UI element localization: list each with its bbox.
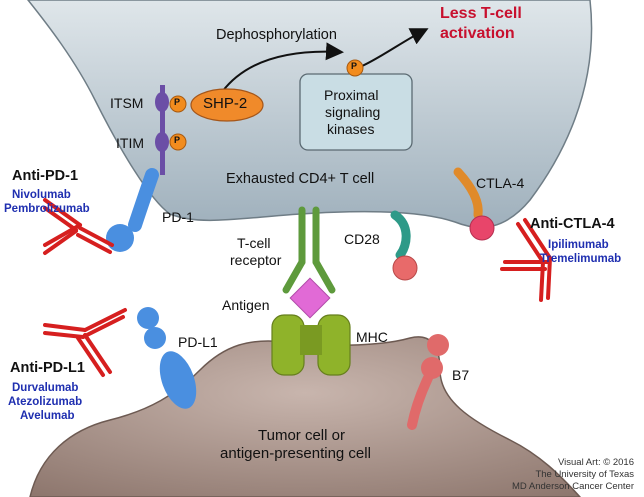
shp2-oval bbox=[190, 88, 264, 122]
b7-ligand bbox=[407, 334, 449, 430]
anti-pdl1-title: Anti-PD-L1 bbox=[10, 360, 85, 376]
tumor-label-line2: antigen-presenting cell bbox=[220, 445, 371, 462]
itim-label: ITIM bbox=[116, 135, 144, 151]
itsm-label: ITSM bbox=[110, 95, 144, 111]
credit-line2: The University of Texas bbox=[535, 469, 634, 480]
mhc-label: MHC bbox=[356, 329, 388, 345]
dephosphorylation-label: Dephosphorylation bbox=[216, 27, 337, 43]
anti-ctla4-antibody bbox=[500, 218, 552, 302]
shp2-label: SHP-2 bbox=[203, 95, 248, 112]
tcr-label-line1: T-cell bbox=[237, 235, 271, 251]
anti-pd1-antibody bbox=[43, 198, 114, 255]
anti-pdl1-drug-3: Avelumab bbox=[20, 410, 75, 422]
pdl1-label: PD-L1 bbox=[178, 334, 218, 350]
mhc-molecule bbox=[271, 314, 351, 376]
proximal-line3: kinases bbox=[327, 121, 375, 137]
ctla4-receptor bbox=[453, 167, 483, 220]
phospho-itim-text: P bbox=[174, 135, 181, 145]
tcr-label-line2: receptor bbox=[230, 252, 282, 268]
cd28-label: CD28 bbox=[344, 231, 380, 247]
pd1-head bbox=[106, 224, 134, 252]
exhausted-cell-label: Exhausted CD4+ T cell bbox=[226, 171, 375, 187]
pd1-receptor bbox=[128, 168, 159, 232]
pdl1-ligand bbox=[137, 307, 197, 409]
anti-pd1-drug-1: Nivolumab bbox=[12, 189, 71, 201]
tumor-label-line1: Tumor cell or bbox=[258, 427, 345, 444]
credit-line1: Visual Art: © 2016 bbox=[557, 457, 634, 468]
pd1-stalk bbox=[160, 85, 165, 175]
phospho-kinase-circle bbox=[346, 59, 364, 77]
less-activation-title-line2: activation bbox=[440, 25, 515, 42]
pd1-label: PD-1 bbox=[162, 209, 194, 225]
anti-pd1-drug-2: Pembrolizumab bbox=[4, 203, 90, 215]
anti-ctla4-drug-1: Ipilimumab bbox=[548, 239, 609, 251]
tcr-receptor bbox=[282, 206, 336, 294]
ctla4-label: CTLA-4 bbox=[476, 175, 525, 191]
itim-domain bbox=[155, 132, 169, 152]
phospho-itim-circle bbox=[169, 133, 187, 151]
tumor-cell-body bbox=[29, 336, 582, 497]
phospho-itsm-text: P bbox=[174, 97, 181, 107]
proximal-line1: Proximal bbox=[324, 87, 379, 103]
less-activation-arrow bbox=[361, 28, 429, 67]
phospho-kinase-text: P bbox=[351, 61, 358, 71]
anti-ctla4-title: Anti-CTLA-4 bbox=[530, 216, 615, 232]
credit-line3: MD Anderson Cancer Center bbox=[512, 481, 634, 492]
cd28-receptor bbox=[390, 210, 411, 260]
proximal-line2: signaling bbox=[325, 104, 381, 120]
anti-pdl1-drug-2: Atezolizumab bbox=[8, 396, 83, 408]
antigen-label: Antigen bbox=[222, 297, 270, 313]
cd28-bound-ligand bbox=[392, 255, 418, 281]
antigen-diamond bbox=[289, 277, 331, 319]
anti-ctla4-drug-2: Tremelimumab bbox=[540, 253, 622, 265]
anti-pdl1-drug-1: Durvalumab bbox=[12, 382, 79, 394]
b7-label: B7 bbox=[452, 367, 470, 383]
anti-pdl1-antibody bbox=[43, 308, 127, 377]
itsm-domain bbox=[155, 92, 169, 112]
dephosphorylation-arrow bbox=[221, 42, 344, 93]
anti-pd1-title: Anti-PD-1 bbox=[12, 168, 79, 184]
less-activation-title-line1: Less T-cell bbox=[440, 5, 522, 22]
phospho-itsm-circle bbox=[169, 95, 187, 113]
ctla4-bound-ligand bbox=[469, 215, 495, 241]
